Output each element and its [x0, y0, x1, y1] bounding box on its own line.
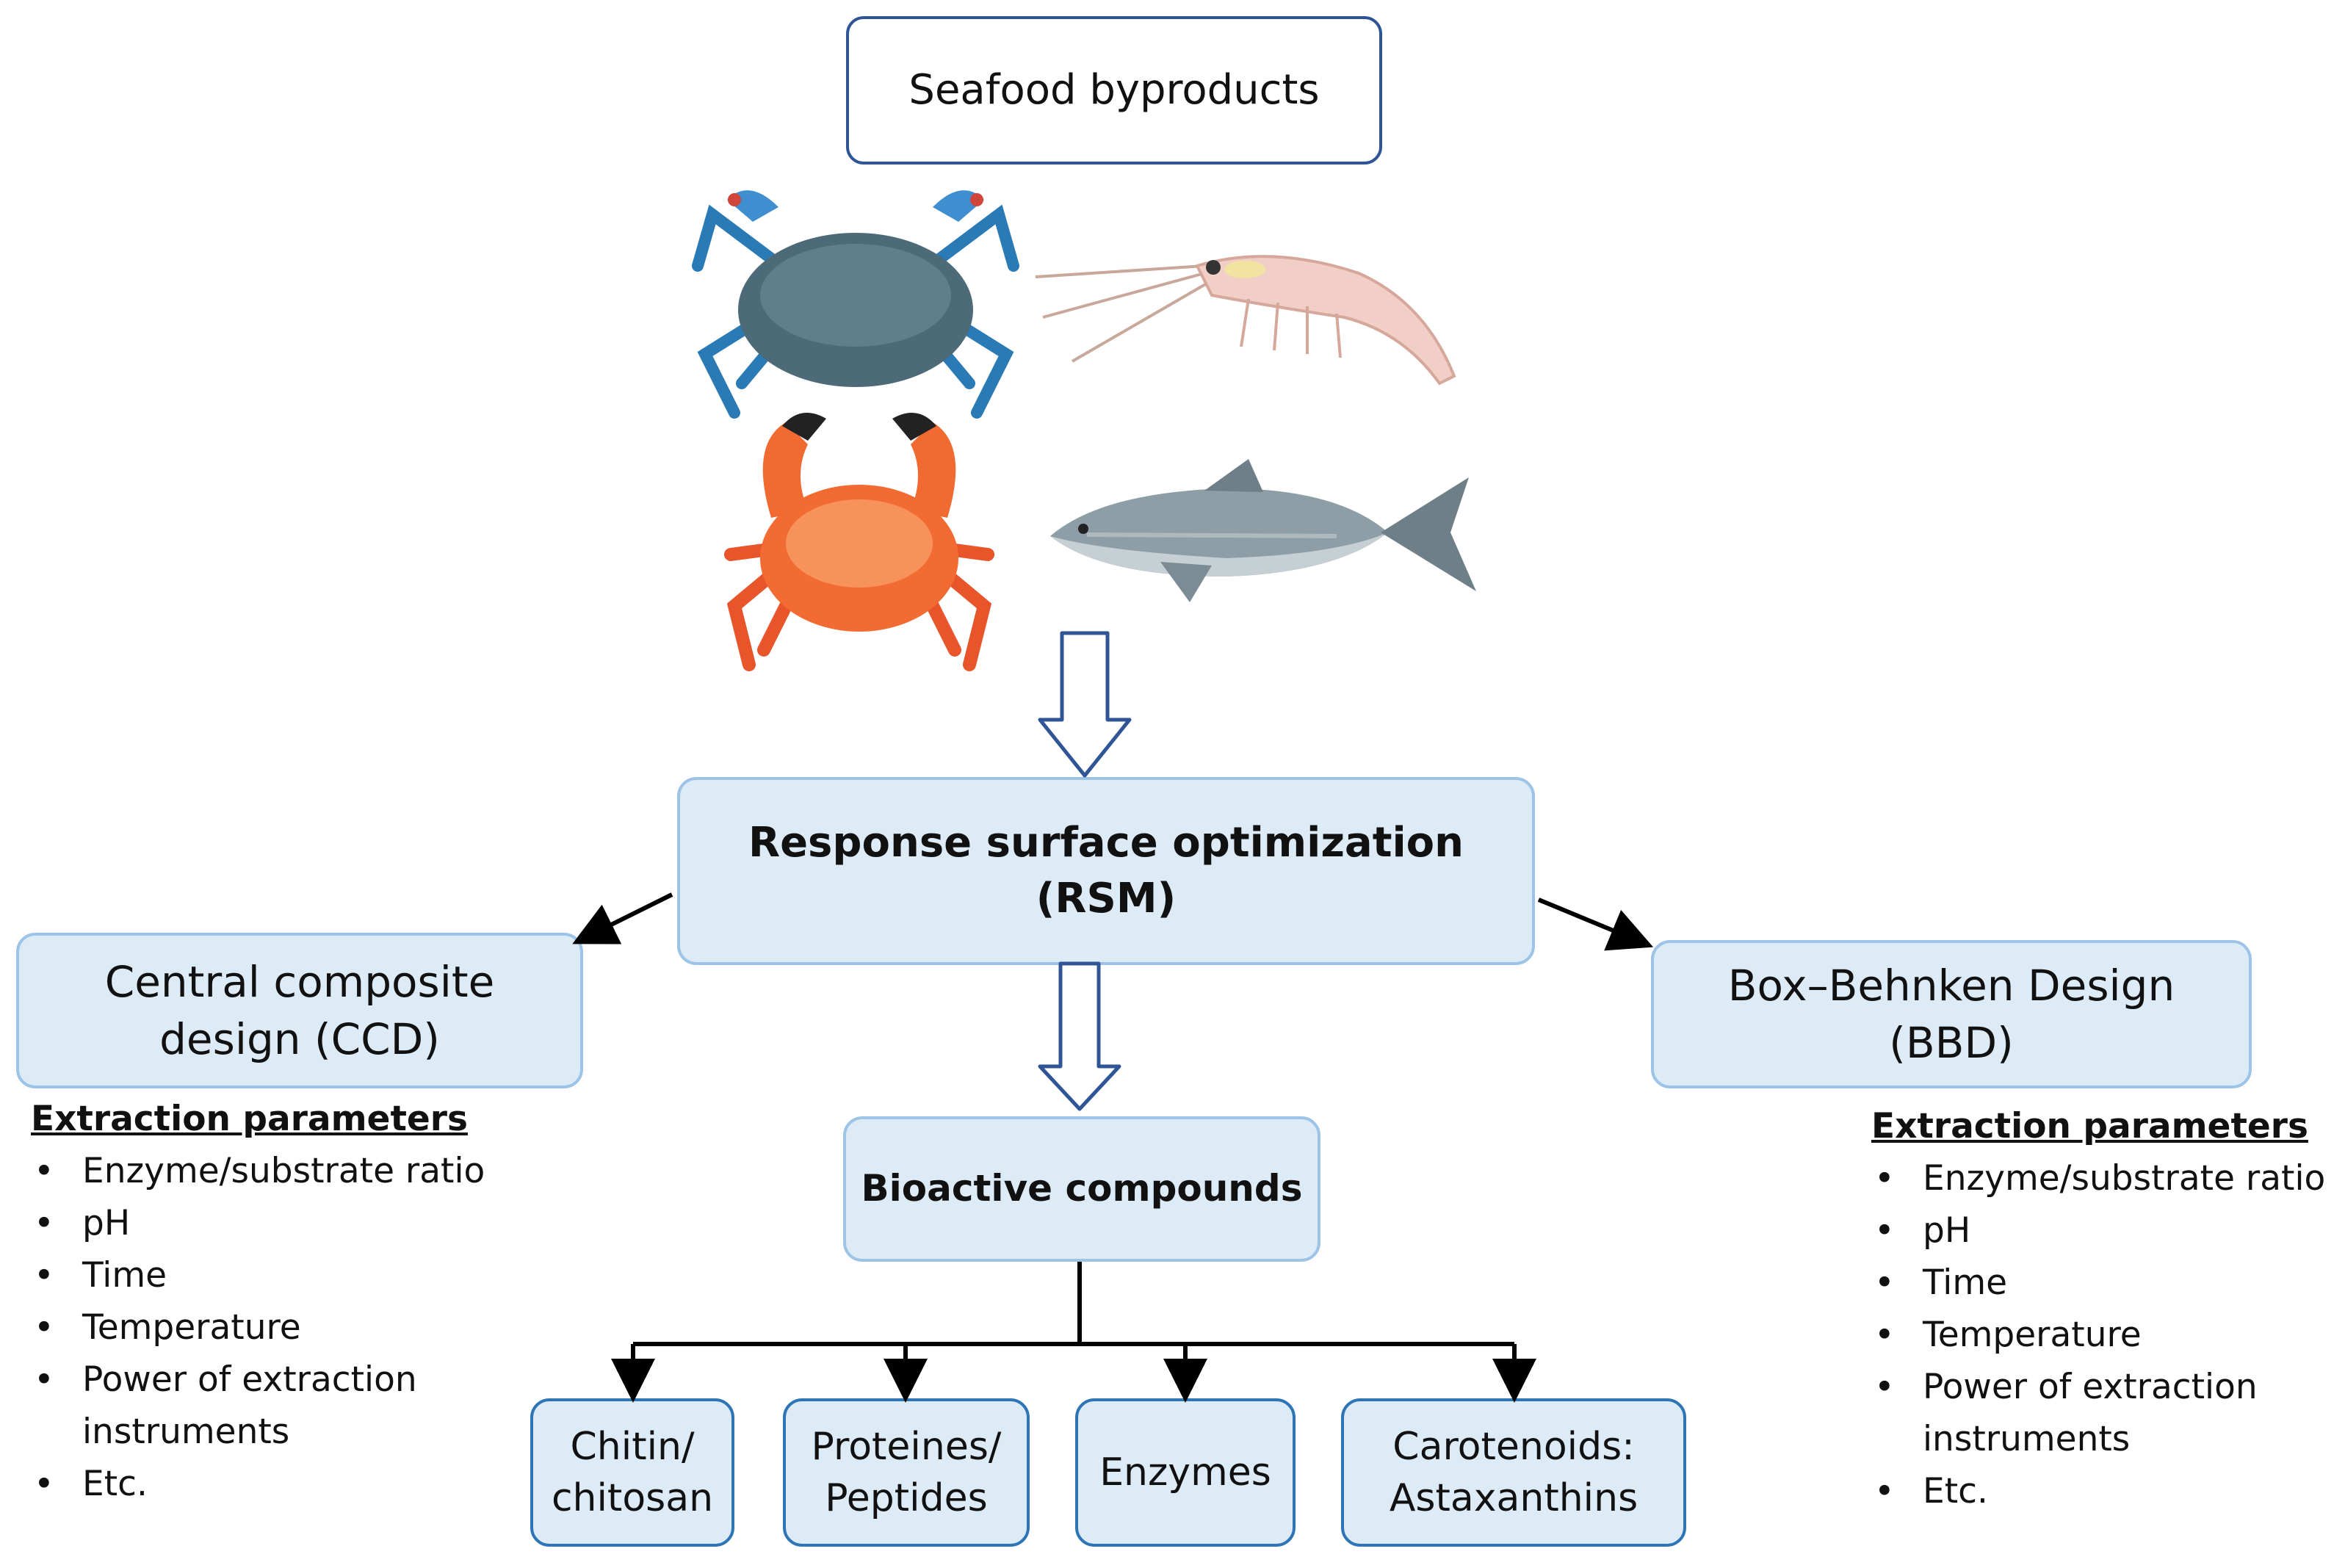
param-item: Enzyme/substrate ratio: [31, 1145, 485, 1197]
rsm-title: Response surface optimization: [748, 819, 1464, 867]
flow-arrow-to-compounds: [1038, 961, 1121, 1111]
output-label: Peptides: [825, 1476, 988, 1520]
param-item: Temperature: [31, 1301, 485, 1354]
param-item: Etc.: [31, 1458, 485, 1510]
bbd-box: Box–Behnken Design (BBD): [1651, 940, 2252, 1088]
ccd-line1: Central composite: [104, 956, 495, 1007]
seafood-byproducts-label: Seafood byproducts: [908, 66, 1320, 115]
ccd-box: Central composite design (CCD): [16, 933, 583, 1088]
flow-arrow-to-rsm: [1038, 631, 1132, 778]
param-item: instruments: [1923, 1419, 2131, 1459]
param-item: Power of extraction: [31, 1354, 485, 1406]
param-item: instruments: [82, 1412, 290, 1452]
output-label: Enzymes: [1099, 1450, 1271, 1495]
arrow-to-bbd: [1537, 897, 1654, 951]
output-box-chitin: Chitin/ chitosan: [530, 1398, 734, 1547]
output-label: chitosan: [551, 1476, 714, 1520]
blue-crab-icon: [692, 190, 1019, 419]
right-extraction-parameters: Extraction parameters Enzyme/substrate r…: [1871, 1100, 2325, 1517]
param-item: pH: [1871, 1204, 2325, 1257]
output-label: Carotenoids:: [1392, 1424, 1635, 1469]
rsm-box: Response surface optimization (RSM): [677, 777, 1535, 965]
param-item: Etc.: [1871, 1465, 2325, 1517]
bioactive-compounds-box: Bioactive compounds: [843, 1116, 1320, 1262]
param-item: Temperature: [1871, 1309, 2325, 1361]
param-item: Time: [1871, 1257, 2325, 1309]
bioactive-compounds-label: Bioactive compounds: [861, 1167, 1303, 1210]
seafood-byproducts-box: Seafood byproducts: [846, 16, 1382, 165]
red-crab-icon: [724, 413, 994, 671]
param-item: Power of extraction: [1871, 1361, 2325, 1413]
shrimp-icon: [1035, 255, 1456, 386]
ccd-line2: design (CCD): [159, 1014, 440, 1064]
rsm-abbrev: (RSM): [1036, 875, 1177, 922]
left-extraction-parameters: Extraction parameters Enzyme/substrate r…: [31, 1093, 485, 1510]
params-title: Extraction parameters: [31, 1099, 468, 1139]
param-item: Time: [31, 1249, 485, 1301]
output-label: Astaxanthins: [1389, 1476, 1638, 1520]
output-box-proteins: Proteines/ Peptides: [783, 1398, 1030, 1547]
bbd-line2: (BBD): [1889, 1018, 2014, 1068]
output-box-enzymes: Enzymes: [1075, 1398, 1296, 1547]
fish-icon: [1050, 459, 1476, 602]
param-item: Enzyme/substrate ratio: [1871, 1152, 2325, 1204]
compounds-tree: [611, 1262, 1536, 1403]
output-label: Chitin/: [570, 1424, 695, 1469]
param-item: pH: [31, 1197, 485, 1249]
params-title: Extraction parameters: [1871, 1106, 2308, 1146]
bbd-line1: Box–Behnken Design: [1727, 960, 2175, 1011]
output-label: Proteines/: [811, 1424, 1002, 1469]
arrow-to-ccd: [572, 892, 673, 944]
